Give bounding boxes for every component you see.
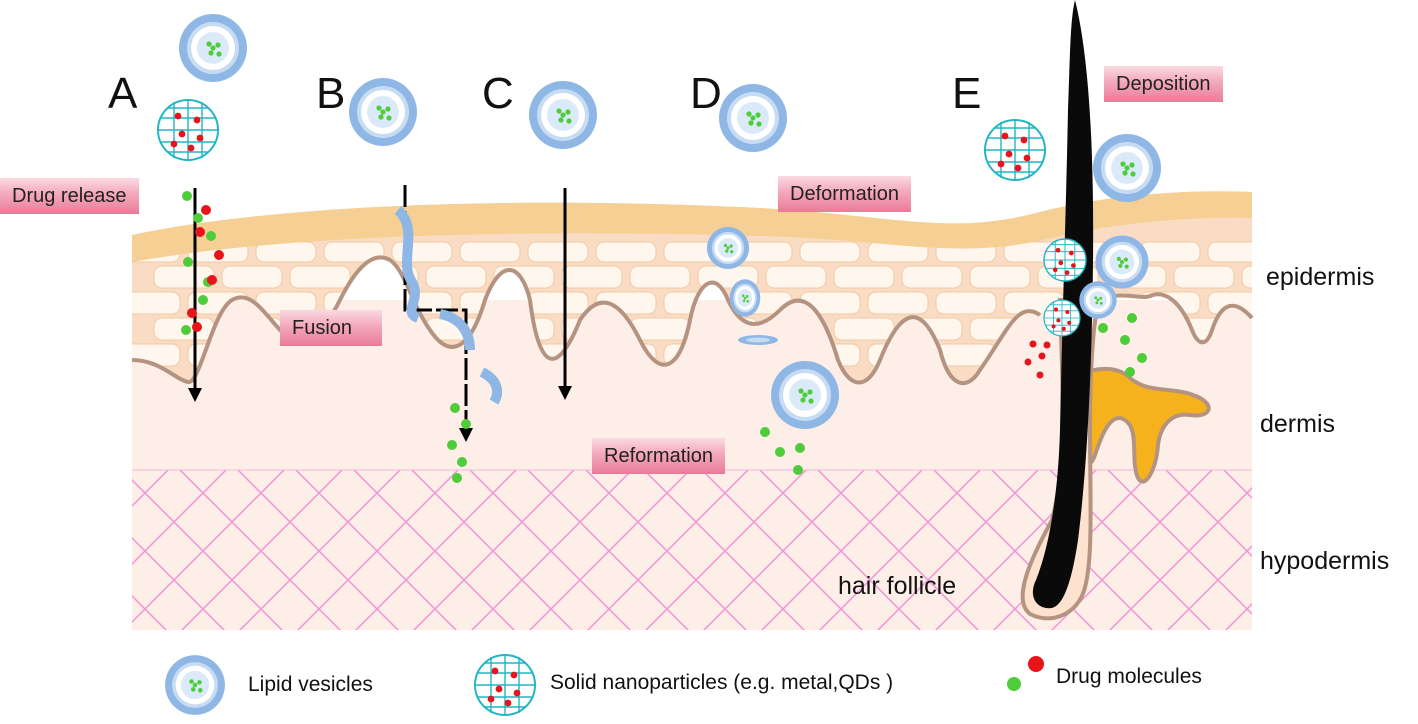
- legend-nanoparticle-icon: [474, 654, 536, 716]
- label-dermis: dermis: [1260, 410, 1336, 438]
- label-reformation: Reformation: [592, 438, 725, 474]
- stratum-corneum: [132, 191, 1252, 262]
- label-fusion: Fusion: [280, 310, 382, 346]
- label-deposition: Deposition: [1104, 66, 1223, 102]
- legend-drug-red-icon: [1028, 656, 1044, 672]
- panel-letter-a: A: [108, 69, 138, 118]
- label-drug-release: Drug release: [0, 178, 139, 214]
- panel-letter-c: C: [482, 69, 514, 118]
- panel-letter-b: B: [316, 69, 346, 118]
- legend-drug-molecules: Drug molecules: [1056, 665, 1202, 688]
- label-hypodermis: hypodermis: [1260, 547, 1390, 575]
- legend-solid-nanoparticles: Solid nanoparticles (e.g. metal,QDs ): [550, 671, 894, 694]
- legend-drug-green-icon: [1007, 677, 1021, 691]
- label-hair-follicle: hair follicle: [838, 572, 957, 600]
- legend-lipid-vesicles: Lipid vesicles: [248, 673, 373, 696]
- label-deformation: Deformation: [778, 176, 911, 212]
- legend-vesicle-icon: [165, 655, 225, 715]
- label-epidermis: epidermis: [1266, 263, 1375, 291]
- hair-shaft: [1032, 0, 1094, 609]
- panel-letter-d: D: [690, 69, 722, 118]
- panel-letter-e: E: [952, 69, 982, 118]
